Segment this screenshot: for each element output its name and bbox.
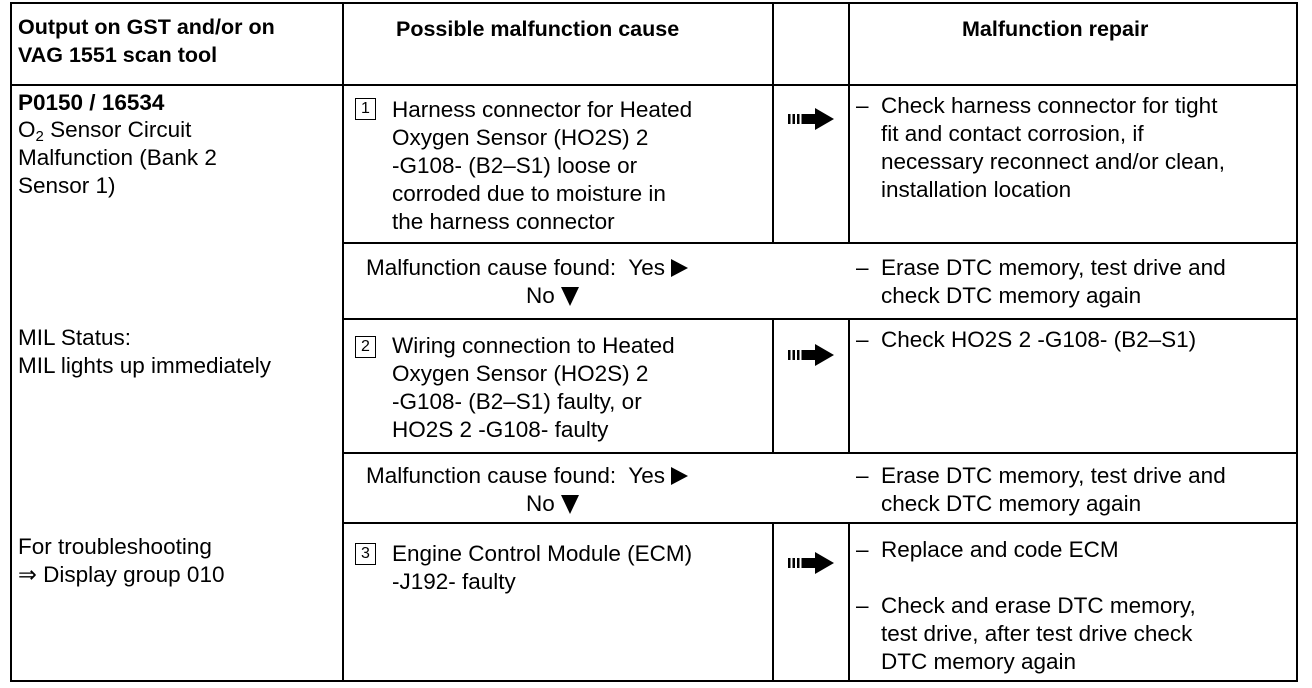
step2-cause-line2: Oxygen Sensor (HO2S) 2 — [392, 361, 649, 386]
mil-status-value: MIL lights up immediately — [18, 353, 272, 378]
dtc-description-line2: Malfunction (Bank 2 — [18, 145, 217, 170]
mil-status-label: MIL Status: — [18, 325, 131, 350]
found1-repair-line2: check DTC memory again — [856, 283, 1142, 308]
troubleshooting-label: For troubleshooting — [18, 534, 212, 559]
found2-repair-line2: check DTC memory again — [856, 491, 1142, 516]
found2-repair-line1: – Erase DTC memory, test drive and — [856, 463, 1226, 488]
step3-repair-a-line1: – Replace and code ECM — [856, 537, 1119, 562]
found-yes-1: Malfunction cause found: Yes — [366, 254, 688, 282]
step1-repair-line3: necessary reconnect and/or clean, — [856, 149, 1225, 174]
step1-cause-line4: corroded due to moisture in — [392, 181, 666, 206]
found-no-1: No — [526, 282, 579, 310]
found1-repair-line1: – Erase DTC memory, test drive and — [856, 255, 1226, 280]
step-number-2: 2 — [355, 336, 376, 358]
triangle-right-icon — [670, 467, 688, 485]
triangle-down-icon — [560, 495, 579, 514]
dtc-description-line3: Sensor 1) — [18, 173, 116, 198]
step1-repair-line4: installation location — [856, 177, 1072, 202]
step-number-1: 1 — [355, 98, 376, 120]
triangle-down-icon — [560, 287, 579, 306]
step2-cause-line4: HO2S 2 -G108- faulty — [392, 417, 609, 442]
arrow-right-icon — [788, 552, 834, 574]
step1-repair-line1: – Check harness connector for tight — [856, 93, 1218, 118]
dtc-code: P0150 / 16534 — [18, 90, 165, 115]
step3-repair-b-line2: test drive, after test drive check — [856, 621, 1193, 646]
triangle-right-icon — [670, 259, 688, 277]
step1-cause-line5: the harness connector — [392, 209, 615, 234]
step3-cause-line1: Engine Control Module (ECM) — [392, 541, 693, 566]
header-output-line2: VAG 1551 scan tool — [18, 43, 218, 67]
header-cause: Possible malfunction cause — [396, 17, 680, 41]
step3-repair-b-line3: DTC memory again — [856, 649, 1077, 674]
troubleshooting-link[interactable]: ⇒ Display group 010 — [18, 562, 225, 587]
step1-repair-line2: fit and contact corrosion, if — [856, 121, 1144, 146]
arrow-right-icon — [788, 344, 834, 366]
header-output-line1: Output on GST and/or on — [18, 15, 275, 39]
step1-cause-line3: -G108- (B2–S1) loose or — [392, 153, 638, 178]
found-no-2: No — [526, 490, 579, 518]
step2-cause-line1: Wiring connection to Heated — [392, 333, 675, 358]
step2-cause-line3: -G108- (B2–S1) faulty, or — [392, 389, 642, 414]
dtc-description-line1: O2 Sensor Circuit — [18, 117, 192, 145]
step2-repair-line1: – Check HO2S 2 -G108- (B2–S1) — [856, 327, 1197, 352]
step1-cause-line2: Oxygen Sensor (HO2S) 2 — [392, 125, 649, 150]
arrow-right-icon — [788, 108, 834, 130]
step1-cause-line1: Harness connector for Heated — [392, 97, 693, 122]
found-yes-2: Malfunction cause found: Yes — [366, 462, 688, 490]
step3-cause-line2: -J192- faulty — [392, 569, 516, 594]
step-number-3: 3 — [355, 543, 376, 565]
step3-repair-b-line1: – Check and erase DTC memory, — [856, 593, 1196, 618]
header-repair: Malfunction repair — [962, 17, 1149, 41]
